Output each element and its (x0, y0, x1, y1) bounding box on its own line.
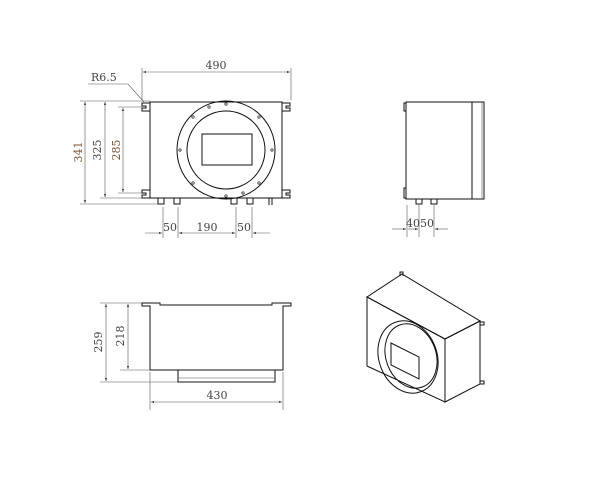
hinge-bottom (403, 187, 407, 199)
dim-radius-r6-5: R6.5 (91, 71, 117, 84)
flange-inner (186, 110, 266, 190)
iso-flange-outer (377, 320, 439, 394)
iso-front-face (366, 296, 446, 403)
iso-display-window (390, 342, 420, 380)
hinge-top (403, 102, 407, 112)
door-profile (471, 101, 485, 200)
iso-mounting-ears (399, 271, 485, 385)
bottom-view: 259 218 430 (92, 302, 292, 410)
mounting-ear-left (141, 102, 150, 199)
enclosure-bottom-body (141, 302, 292, 371)
side-view: 40 50 (392, 101, 485, 237)
dim-gland-190: 190 (197, 221, 218, 234)
dim-height-285: 285 (110, 140, 123, 161)
enclosure-side-body (405, 101, 473, 200)
iso-flange-inner (384, 323, 438, 389)
cable-glands (157, 197, 273, 205)
flange-bolts (178, 102, 274, 198)
flange-bottom-profile (177, 369, 276, 383)
isometric-view (366, 271, 485, 403)
display-window (201, 133, 253, 166)
dim-height-325: 325 (91, 140, 104, 161)
dim-depth-259: 259 (92, 332, 105, 353)
iso-side-face (444, 320, 481, 403)
dim-height-341: 341 (72, 142, 85, 163)
dim-side-50: 50 (420, 217, 434, 230)
dim-width-430: 430 (207, 389, 228, 402)
front-view: 490 R6.5 341 325 285 50 190 50 (72, 59, 292, 238)
dim-side-40: 40 (406, 217, 420, 230)
dim-depth-218: 218 (114, 326, 127, 347)
side-gland-2 (430, 198, 438, 205)
dim-width-490: 490 (206, 59, 227, 72)
mounting-ear-right (282, 102, 291, 199)
dim-gland-50-right: 50 (237, 221, 251, 234)
side-gland-1 (415, 198, 423, 205)
flange-outer (176, 100, 276, 200)
dim-gland-50-left: 50 (163, 221, 177, 234)
